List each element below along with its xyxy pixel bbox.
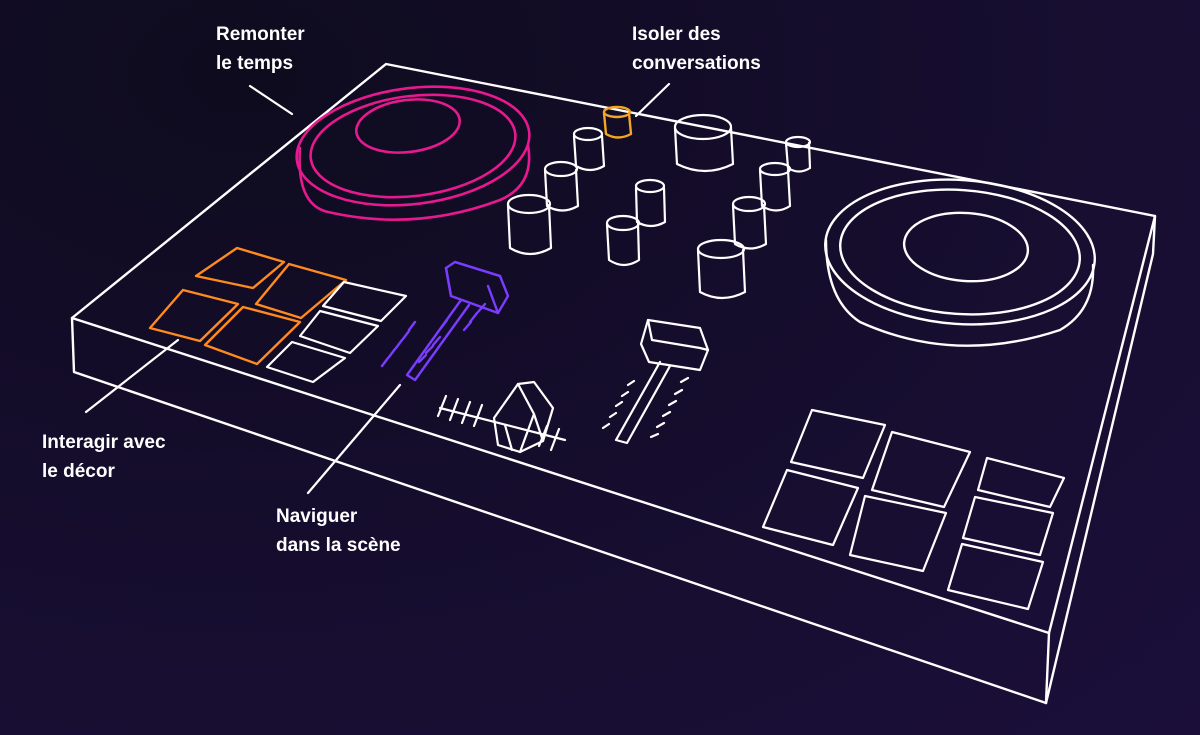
knob-5 (605, 214, 641, 267)
knob-4 (634, 178, 667, 228)
knobs (506, 113, 812, 300)
callout-line-naviguer (306, 383, 402, 495)
left-jog-wheel (295, 85, 531, 221)
annotation-remonter-line1: Remonter (216, 24, 305, 45)
knob-2 (543, 160, 580, 212)
isolation-knob (602, 105, 633, 139)
callout-line-interagir (84, 338, 180, 414)
annotation-remonter-line2: le temps (216, 53, 294, 74)
callout-lines (84, 82, 671, 495)
annotation-isoler-line1: Isoler des (632, 24, 721, 45)
left-pads-highlighted (148, 246, 348, 366)
center-fader (601, 318, 710, 445)
knob-3 (506, 193, 553, 256)
deck-body (70, 62, 1157, 705)
knob-8 (731, 195, 768, 250)
callout-line-remonter (248, 84, 294, 116)
annotation-naviguer-scene: Naviguer dans la scène (276, 502, 401, 560)
annotation-naviguer-line2: dans la scène (276, 535, 401, 556)
annotation-isoler-conversations: Isoler des conversations (632, 20, 761, 78)
annotation-isoler-line2: conversations (632, 53, 761, 74)
annotation-interagir-line2: le décor (42, 461, 115, 482)
annotation-naviguer-line1: Naviguer (276, 506, 358, 527)
large-knob (673, 113, 735, 173)
knob-6 (784, 135, 812, 173)
knob-9 (696, 238, 747, 300)
right-pads (761, 408, 1066, 611)
knob-7 (758, 161, 792, 212)
annotation-remonter-temps: Remonter le temps (216, 20, 305, 78)
annotation-interagir-line1: Interagir avec (42, 432, 166, 453)
crossfader (436, 380, 567, 454)
left-pads (265, 280, 408, 384)
annotation-interagir-decor: Interagir avec le décor (42, 428, 166, 486)
callout-line-isoler (634, 82, 671, 118)
right-jog-wheel (824, 178, 1096, 347)
navigation-fader (380, 260, 510, 382)
knob-1 (572, 126, 606, 172)
